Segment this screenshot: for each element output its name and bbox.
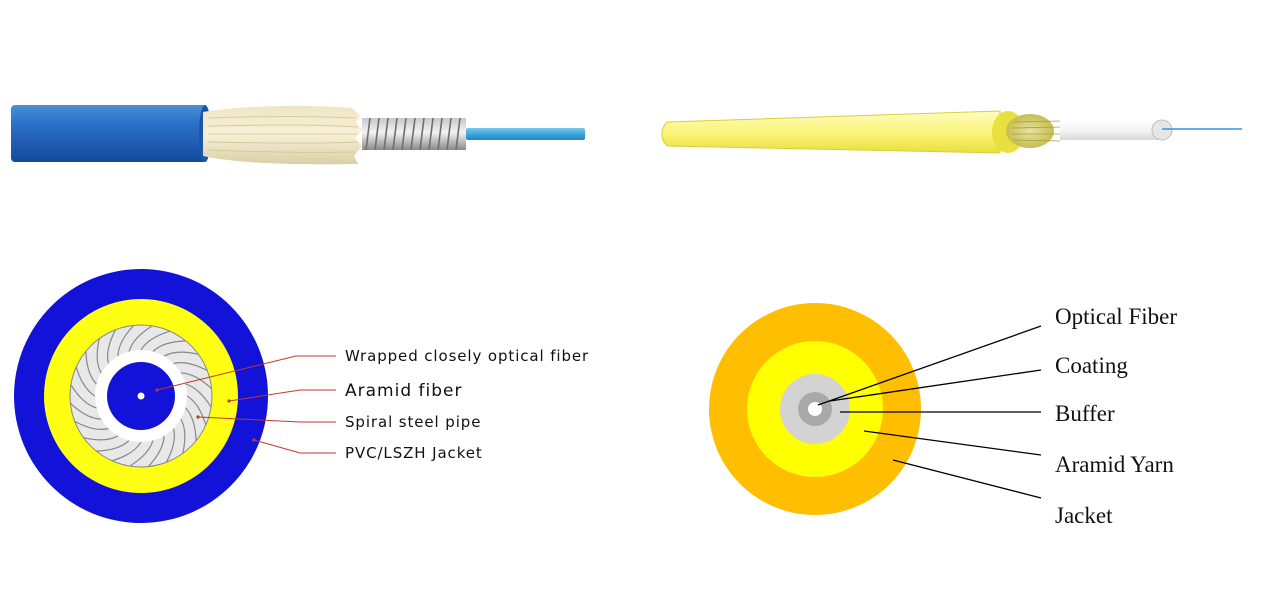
label-coating: Coating — [1055, 353, 1128, 378]
spiral-blade — [152, 340, 186, 353]
spiral-blade — [180, 418, 186, 454]
spiral-blade — [85, 351, 98, 385]
spiral-blade — [74, 420, 109, 431]
spiral-blade — [165, 428, 176, 463]
spiral-blade — [111, 441, 142, 462]
label-jacket: Jacket — [1055, 503, 1113, 528]
fiber-dot — [137, 392, 145, 400]
spiral-blade — [96, 439, 130, 452]
steel-spiral-grooves — [365, 117, 461, 151]
white-buffer — [1060, 120, 1160, 140]
spiral-blade — [140, 330, 171, 351]
armored-cable-illustration — [11, 105, 585, 165]
spiral-blade — [106, 329, 117, 364]
label-wrapped-optical-fiber: Wrapped closely optical fiber — [345, 347, 589, 365]
spiral-blade — [186, 395, 207, 426]
label-aramid-fiber: Aramid fiber — [345, 381, 462, 401]
right-leader-lines — [817, 325, 1042, 499]
spiral-blade — [184, 407, 197, 441]
spiral-blade — [117, 324, 135, 357]
simplex-cross-section — [709, 303, 921, 515]
aramid-fiber-bundle — [203, 105, 362, 165]
yarn-strands — [1011, 120, 1063, 142]
spiral-blade — [185, 383, 212, 408]
spiral-blade — [69, 402, 102, 420]
aramid-yarn-layer — [1006, 114, 1054, 148]
label-optical-fiber: Optical Fiber — [1055, 304, 1177, 329]
left-leader-lines — [156, 355, 336, 454]
spiral-blade — [70, 384, 97, 409]
spiral-blade — [83, 435, 119, 441]
blue-outer-jacket — [11, 105, 207, 162]
spiral-blade — [128, 325, 153, 352]
spiral-blades — [69, 324, 213, 468]
simplex-cable-illustration — [661, 110, 1242, 154]
white-buffer-cap — [1151, 119, 1173, 141]
label-pvc-lszh-jacket: PVC/LSZH Jacket — [345, 444, 483, 462]
aramid-strands — [207, 116, 359, 153]
left-leader-dots — [155, 388, 256, 442]
spiral-blade — [147, 435, 165, 468]
blue-tight-buffer-fiber — [466, 128, 585, 140]
spiral-blade — [180, 372, 213, 390]
spiral-blade — [173, 361, 208, 372]
spiral-blade — [96, 338, 102, 374]
armored-cross-section — [14, 269, 268, 523]
label-spiral-steel-pipe: Spiral steel pipe — [345, 413, 481, 431]
label-buffer: Buffer — [1055, 401, 1115, 426]
label-aramid-yarn: Aramid Yarn — [1055, 452, 1174, 477]
spiral-blade — [129, 440, 154, 467]
spiral-blade — [75, 366, 96, 397]
spiral-blade — [163, 351, 199, 357]
yellow-tapered-jacket — [661, 110, 1001, 154]
